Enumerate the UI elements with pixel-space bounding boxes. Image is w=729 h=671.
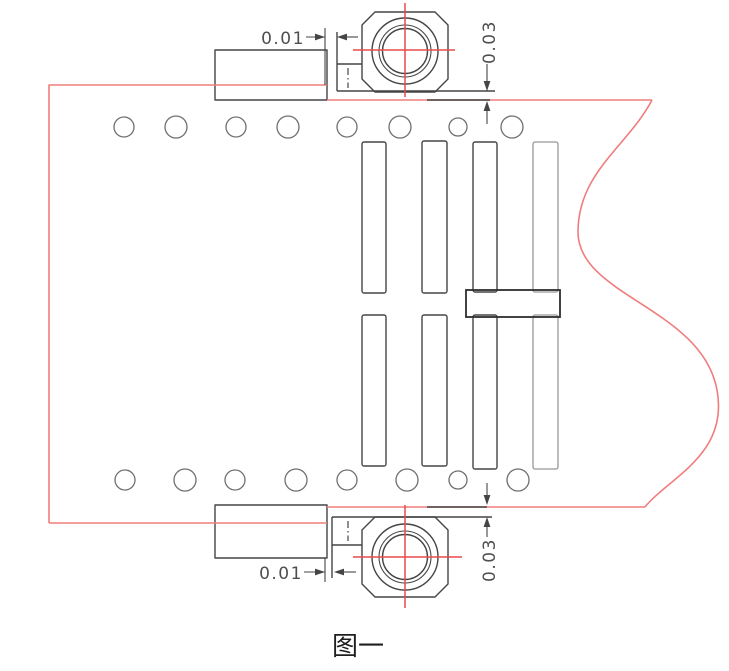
centerline-crosshair-bottom bbox=[353, 505, 462, 608]
hole-hatched bbox=[114, 469, 136, 491]
dim-bottom-clearance-label: 0.03 bbox=[480, 538, 500, 582]
dim-bottom-gap-label: 0.01 bbox=[259, 564, 303, 584]
bottom-bracket bbox=[331, 516, 492, 578]
pin-bar-plain-1-upper bbox=[472, 141, 498, 293]
clamp-band-hatched bbox=[465, 289, 561, 318]
hole-row-bottom bbox=[114, 468, 530, 492]
hole bbox=[448, 470, 468, 490]
pin-bar-hatched-1-upper bbox=[361, 141, 387, 294]
centerline-crosshair-top bbox=[353, 3, 455, 97]
dim-top-gap: 0.01 bbox=[261, 28, 358, 85]
break-line-wave bbox=[577, 99, 720, 508]
hole bbox=[225, 116, 247, 138]
hole bbox=[506, 468, 530, 492]
figure-caption: 图一 bbox=[332, 632, 384, 662]
surface-line-dark-segments bbox=[427, 99, 490, 508]
top-nut bbox=[336, 11, 495, 93]
hole bbox=[336, 116, 358, 138]
hole bbox=[224, 469, 246, 491]
top-pad-hatched bbox=[214, 49, 328, 101]
hole-hatched bbox=[113, 116, 135, 138]
dim-top-gap-label: 0.01 bbox=[261, 29, 305, 49]
pin-bars bbox=[361, 140, 559, 470]
hole bbox=[500, 115, 524, 139]
dim-bottom-clearance: 0.03 bbox=[480, 483, 500, 582]
pin-bar-plain-2-upper bbox=[532, 141, 559, 293]
hole-hatched bbox=[164, 115, 188, 139]
pin-bar-plain-2-lower bbox=[532, 314, 559, 470]
hole bbox=[284, 468, 308, 492]
top-bracket bbox=[336, 32, 495, 92]
hole bbox=[448, 117, 468, 137]
bottom-pad-hatched bbox=[214, 504, 328, 559]
pin-bar-plain-1-lower bbox=[472, 314, 498, 470]
dim-bottom-gap: 0.01 bbox=[259, 558, 356, 584]
hole bbox=[336, 469, 358, 491]
part-outline-red bbox=[48, 84, 720, 524]
pin-bar-hatched-1-lower bbox=[361, 314, 387, 467]
dim-top-clearance-label: 0.03 bbox=[480, 20, 500, 64]
pin-bar-hatched-2-lower bbox=[421, 314, 448, 467]
nut-octagon bbox=[361, 516, 449, 598]
hole bbox=[276, 115, 300, 139]
hole bbox=[395, 468, 419, 492]
dim-top-clearance: 0.03 bbox=[480, 20, 500, 124]
hole-row-top bbox=[113, 115, 524, 139]
hole-hatched bbox=[173, 468, 197, 492]
nut-octagon bbox=[361, 11, 449, 93]
hole bbox=[388, 115, 412, 139]
pin-bar-hatched-2-upper bbox=[421, 140, 448, 294]
